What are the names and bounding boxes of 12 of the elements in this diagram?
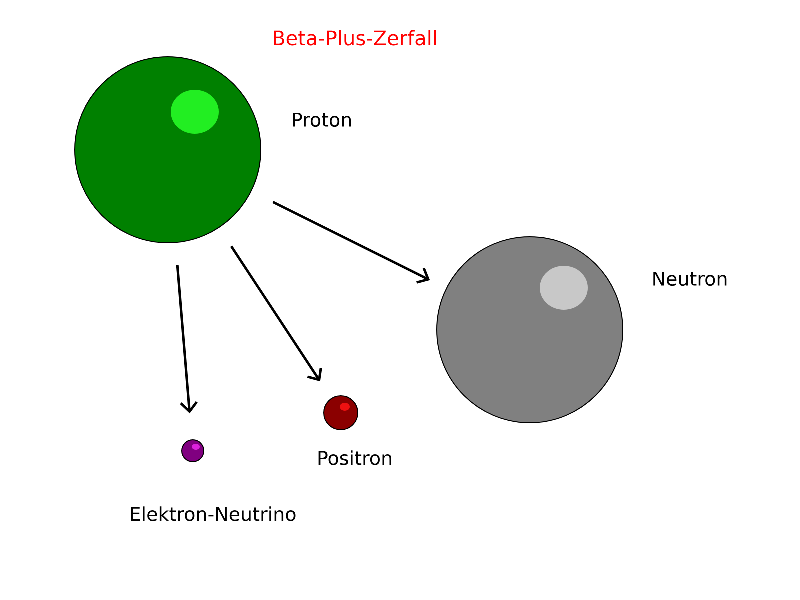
particle-label: Positron — [318, 450, 392, 466]
sphere — [436, 236, 624, 424]
arrow — [230, 246, 322, 382]
sphere — [182, 440, 204, 462]
particle-label: Elektron-Neutrino — [131, 506, 296, 522]
arrow — [176, 265, 198, 414]
title: Beta-Plus-Zerfall — [274, 30, 436, 46]
particle-label: Proton — [293, 112, 352, 128]
sphere — [74, 56, 262, 244]
particle-label: Neutron — [654, 272, 727, 286]
arrow — [272, 201, 430, 284]
sphere — [324, 396, 358, 430]
